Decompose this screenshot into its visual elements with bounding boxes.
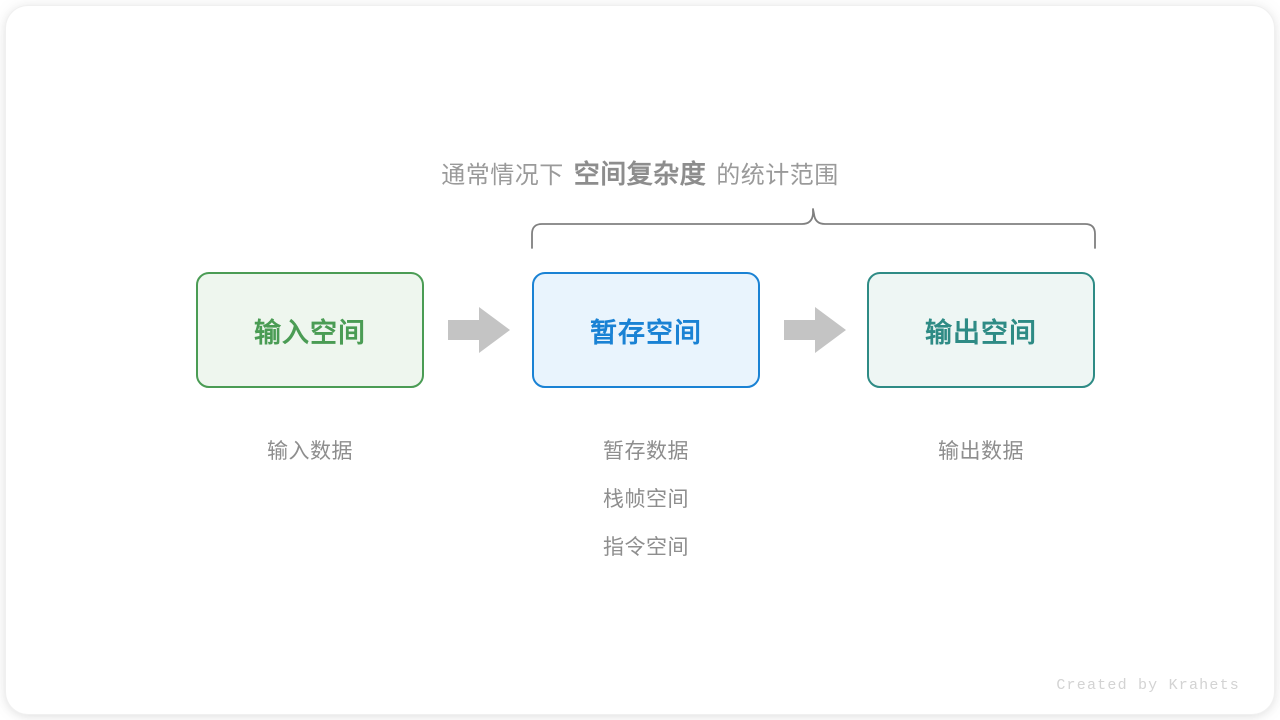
title-emphasis: 空间复杂度	[573, 159, 707, 189]
caption-input-space: 输入数据	[160, 428, 460, 476]
box-temp-space-label: 暂存空间	[590, 317, 702, 348]
box-input-space[interactable]: 输入空间	[196, 272, 424, 388]
diagram-card: 通常情况下空间复杂度的统计范围 输入空间 暂存空间 输出空间 输入数据 暂存数据…	[6, 6, 1274, 714]
box-temp-space[interactable]: 暂存空间	[532, 272, 760, 388]
caption-line: 暂存数据	[603, 440, 689, 463]
box-output-space-label: 输出空间	[925, 317, 1037, 348]
arrow-right-icon	[784, 307, 846, 353]
arrow-right-icon	[448, 307, 510, 353]
title-suffix: 的统计范围	[716, 162, 839, 189]
caption-line: 输入数据	[267, 440, 353, 463]
caption-line: 指令空间	[603, 536, 689, 559]
caption-line: 输出数据	[938, 440, 1024, 463]
caption-temp-space: 暂存数据 栈帧空间 指令空间	[496, 428, 796, 572]
caption-output-space: 输出数据	[831, 428, 1131, 476]
diagram-title: 通常情况下空间复杂度的统计范围	[6, 154, 1274, 191]
footer-credit: Created by Krahets	[1056, 677, 1240, 694]
curly-brace-icon	[531, 208, 1096, 249]
caption-line: 栈帧空间	[603, 488, 689, 511]
title-prefix: 通常情况下	[441, 162, 564, 189]
box-output-space[interactable]: 输出空间	[867, 272, 1095, 388]
box-input-space-label: 输入空间	[254, 317, 366, 348]
